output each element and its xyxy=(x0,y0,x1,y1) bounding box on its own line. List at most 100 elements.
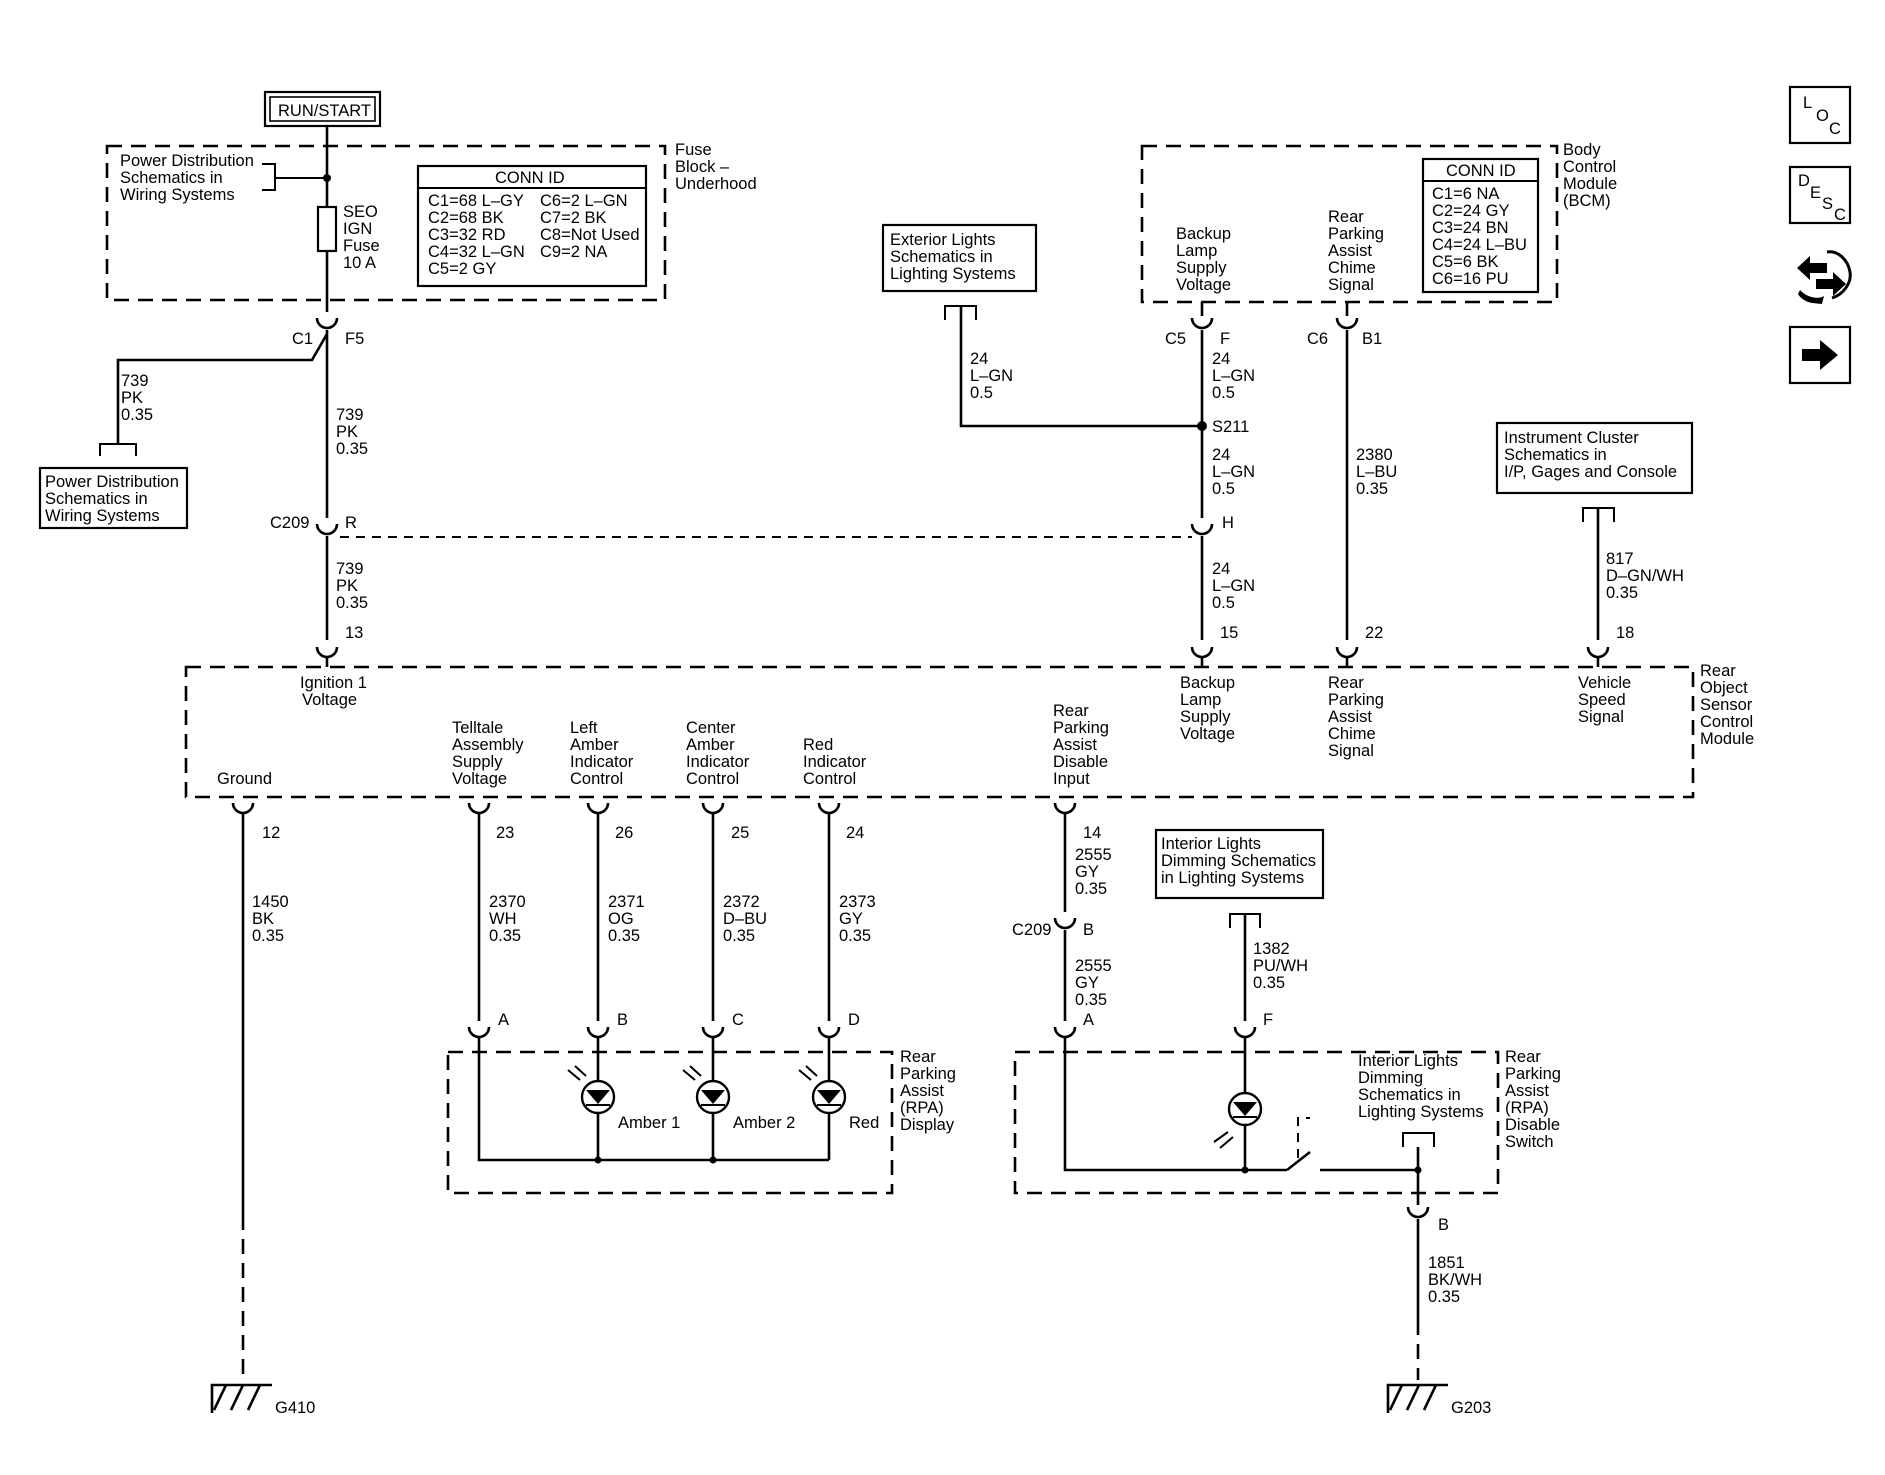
wire-24-mid-label: 24 L–GN 0.5 xyxy=(1212,446,1260,498)
c209-b-connector xyxy=(1053,917,1077,930)
display-pin-c xyxy=(701,1026,725,1039)
loc-icon-letter-o: O xyxy=(1816,107,1829,125)
led-amber1 xyxy=(567,1065,616,1115)
module-chime-label: Rear Parking Assist Chime Signal xyxy=(1328,674,1389,760)
wire-2555-bot-label: 2555 GY 0.35 xyxy=(1075,957,1116,1009)
module-pin-14 xyxy=(1053,802,1077,815)
display-pin-a-label: A xyxy=(498,1011,509,1029)
module-pin-22-label: 22 xyxy=(1365,624,1383,642)
switch-internal-left xyxy=(1063,1037,1287,1172)
bcm-conn-list: C1=6 NA C2=24 GY C3=24 BN C4=24 L–BU C5=… xyxy=(1432,185,1532,288)
led-amber2-diode xyxy=(701,1090,725,1104)
pd-ref-box-text: Power Distribution Schematics in Wiring … xyxy=(45,473,183,525)
wire-24-exterior xyxy=(959,306,1202,428)
module-name: Rear Object Sensor Control Module xyxy=(1700,662,1758,748)
module-pin-22 xyxy=(1335,646,1359,659)
fuse-pd-ref: Power Distribution Schematics in Wiring … xyxy=(120,152,258,204)
wire-24-c5-label: 24 L–GN 0.5 xyxy=(1212,350,1260,402)
bcm-c5-label: C5 xyxy=(1165,330,1186,348)
loc-icon-letter-l: L xyxy=(1803,94,1812,112)
c209-pin-b: B xyxy=(1083,921,1094,939)
bcm-name: Body Control Module (BCM) xyxy=(1563,141,1622,210)
run-start-inner xyxy=(269,96,376,122)
module-backup-label: Backup Lamp Supply Voltage xyxy=(1180,674,1240,743)
module-pin-13-label: 13 xyxy=(345,624,363,642)
led-red-label: Red xyxy=(849,1114,879,1132)
rpa-display-name: Rear Parking Assist (RPA) Display xyxy=(900,1048,961,1134)
led-red-diode xyxy=(817,1090,841,1104)
switch-pin-a-label: A xyxy=(1083,1011,1094,1029)
led-red-rays xyxy=(798,1065,818,1081)
loc-icon-letter-c: C xyxy=(1829,120,1841,138)
switch-pin-b xyxy=(1406,1206,1430,1219)
bcm-c6-pin: B1 xyxy=(1362,330,1382,348)
module-pin-18 xyxy=(1586,646,1610,659)
c209-pin-h: H xyxy=(1222,514,1234,532)
led-amber1-label: Amber 1 xyxy=(618,1114,680,1132)
loc-icon[interactable]: L O C xyxy=(1788,85,1852,145)
module-bottom-pins xyxy=(231,802,1077,815)
pd-ref-box-bracket xyxy=(99,443,137,456)
fuse-label: SEO IGN Fuse 10 A xyxy=(343,203,384,272)
led-amber1-diode xyxy=(586,1090,610,1104)
led-amber2-rays xyxy=(682,1065,702,1081)
desc-icon-letter-s: S xyxy=(1822,195,1833,213)
wire-1382-label: 1382 PU/WH 0.35 xyxy=(1253,940,1313,992)
pd-ref-box xyxy=(38,466,189,530)
fuse-conn-col1: C1=68 L–GY C2=68 BK C3=32 RD C4=32 L–GN … xyxy=(428,192,529,278)
module-center-amber-label: Center Amber Indicator Control xyxy=(686,719,754,788)
module-pin-23-label: 23 xyxy=(496,824,514,842)
display-pin-a xyxy=(467,1026,491,1039)
switch-lamp-diode xyxy=(1233,1102,1257,1116)
led-red xyxy=(798,1065,847,1115)
wire-24-ext-label: 24 L–GN 0.5 xyxy=(970,350,1018,402)
desc-icon-letter-d: D xyxy=(1798,172,1810,190)
wire-1851-label: 1851 BK/WH 0.35 xyxy=(1428,1254,1487,1306)
fuse-conn-id-table xyxy=(416,164,648,288)
ground-g410-symbol xyxy=(210,1383,272,1413)
swap-arrow-left xyxy=(1797,256,1827,280)
switch-pin-a xyxy=(1053,1026,1077,1039)
bcm-c6-label: C6 xyxy=(1307,330,1328,348)
module-ign-label: Ignition 1 Voltage xyxy=(300,674,372,709)
wire-2555-top-label: 2555 GY 0.35 xyxy=(1075,846,1116,898)
desc-icon[interactable]: D E S C xyxy=(1788,165,1852,225)
display-pin-d xyxy=(817,1026,841,1039)
wire-739-mid-label: 739 PK 0.35 xyxy=(336,406,368,458)
wire-1450-label: 1450 BK 0.35 xyxy=(252,893,293,945)
wire-739-branch xyxy=(116,333,329,444)
loc-icon-frame xyxy=(1788,85,1852,145)
module-red-label: Red Indicator Control xyxy=(803,736,871,788)
wire-739-left-label: 739 PK 0.35 xyxy=(121,372,153,424)
bcm-backup-label: Backup Lamp Supply Voltage xyxy=(1176,225,1236,294)
module-left-amber-label: Left Amber Indicator Control xyxy=(570,719,638,788)
desc-icon-frame xyxy=(1788,165,1852,225)
module-pin-18-label: 18 xyxy=(1616,624,1634,642)
display-internal-wiring xyxy=(477,1037,831,1162)
next-arrow-shape xyxy=(1802,340,1838,370)
module-pin-25-label: 25 xyxy=(731,824,749,842)
led-amber2 xyxy=(682,1065,731,1115)
fuse-block-outline xyxy=(105,144,667,302)
module-pin-14-label: 14 xyxy=(1083,824,1101,842)
fuse-block-name: Fuse Block – Underhood xyxy=(675,141,757,193)
swap-wrench xyxy=(1798,290,1824,304)
switch-lamp-rays xyxy=(1213,1131,1234,1149)
ground-g203-symbol xyxy=(1386,1383,1448,1413)
s211-label: S211 xyxy=(1212,418,1249,436)
module-disable-label: Rear Parking Assist Disable Input xyxy=(1053,702,1114,788)
instrument-cluster-ref-text: Instrument Cluster Schematics in I/P, Ga… xyxy=(1504,429,1677,481)
c209-pin-r: R xyxy=(345,514,357,532)
exterior-lights-ref-box xyxy=(881,223,1038,293)
connector-swap-icon[interactable] xyxy=(1797,250,1852,304)
c209-bottom-label: C209 xyxy=(1012,921,1051,939)
c209-h-connector xyxy=(1190,523,1214,536)
wire-2371-label: 2371 OG 0.35 xyxy=(608,893,649,945)
display-junction-1 xyxy=(594,1156,602,1164)
module-telltale-label: Telltale Assembly Supply Voltage xyxy=(452,719,528,788)
rpa-disable-switch-outline xyxy=(1013,1050,1500,1195)
led-amber2-label: Amber 2 xyxy=(733,1114,795,1132)
next-arrow-icon[interactable] xyxy=(1788,325,1852,385)
c1-label: C1 xyxy=(292,330,313,348)
